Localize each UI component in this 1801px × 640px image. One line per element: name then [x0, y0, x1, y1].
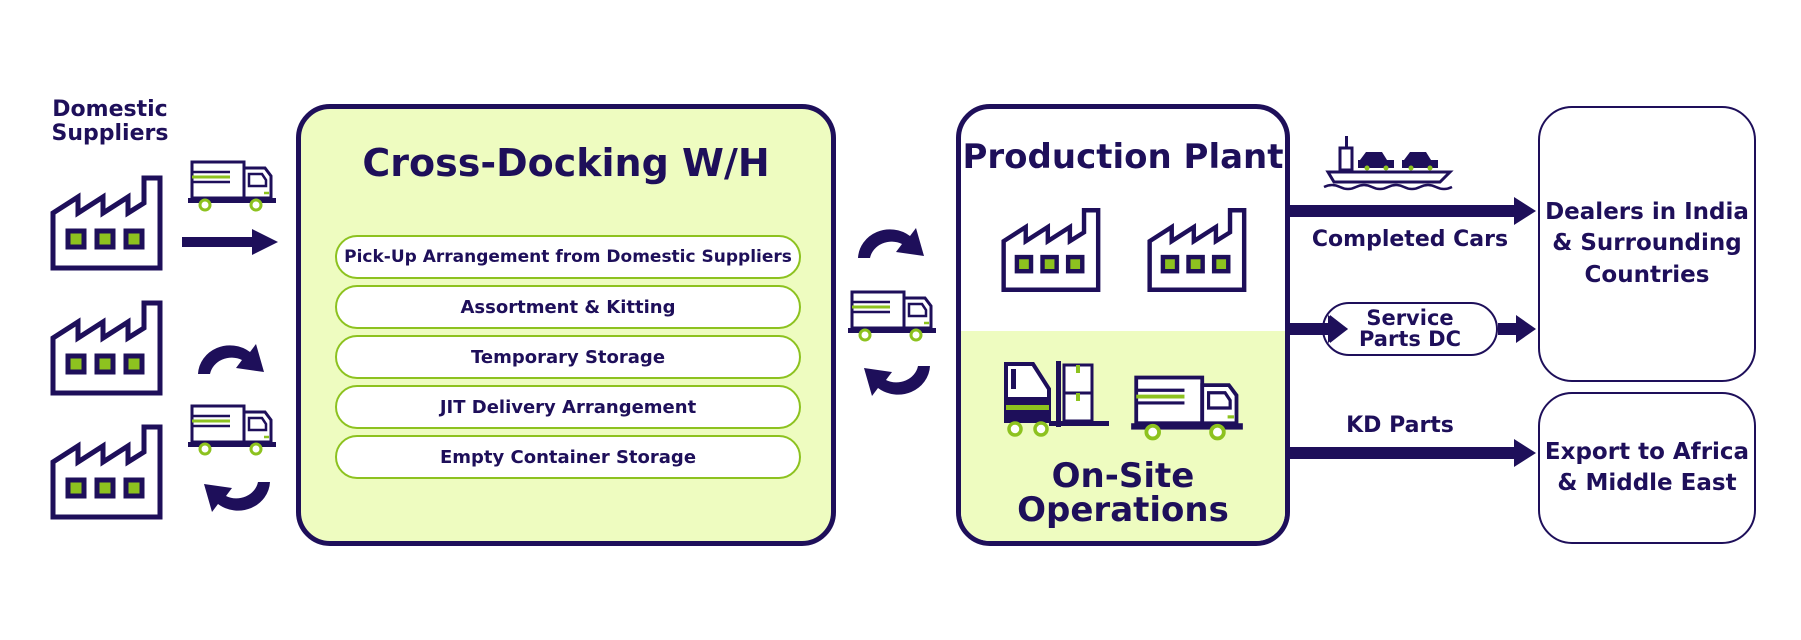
cycle-arrow-top-icon — [192, 338, 272, 378]
dealers-line2: & Surrounding — [1552, 230, 1742, 257]
service-pill: Pick-Up Arrangement from Domestic Suppli… — [335, 235, 801, 279]
dealers-line1: Dealers in India — [1545, 199, 1749, 226]
service-parts-dc-node: Service Parts DC — [1322, 302, 1498, 356]
arrow-to-service-parts-head — [1324, 315, 1348, 343]
on-site-line1: On-Site — [1051, 456, 1195, 496]
cycle-arrow-bottom-icon — [196, 478, 276, 518]
truck-icon — [188, 404, 276, 456]
factory-icon — [1001, 207, 1107, 293]
service-pill: Temporary Storage — [335, 335, 801, 379]
factory-icon — [50, 300, 170, 396]
on-site-operations-label: On-Site Operations — [961, 459, 1285, 527]
cycle-arrow-bottom-icon — [856, 362, 936, 402]
truck-icon — [848, 290, 936, 342]
service-pill: Empty Container Storage — [335, 435, 801, 479]
production-plant-title: Production Plant — [962, 137, 1284, 177]
arrow-kd-parts — [1290, 439, 1536, 467]
arrow-service-to-dealers — [1498, 315, 1536, 343]
completed-cars-label: Completed Cars — [1311, 227, 1509, 252]
factory-icon — [1147, 207, 1253, 293]
truck-icon — [188, 160, 276, 212]
domestic-suppliers-label: Domestic Suppliers — [51, 97, 169, 147]
export-box: Export to Africa & Middle East — [1538, 392, 1756, 544]
kd-parts-label: KD Parts — [1346, 413, 1454, 438]
service-parts-line2: Parts DC — [1358, 327, 1462, 351]
export-line1: Export to Africa — [1544, 438, 1750, 465]
dealers-line3: Countries — [1584, 261, 1710, 288]
service-pill: JIT Delivery Arrangement — [335, 385, 801, 429]
cycle-arrow-top-icon — [852, 222, 932, 262]
on-site-line2: Operations — [1017, 490, 1229, 530]
production-plant-box: Production Plant On-Site Operations — [956, 104, 1290, 546]
factory-icon — [50, 175, 170, 271]
export-line2: & Middle East — [1557, 470, 1737, 496]
truck-icon — [1131, 375, 1243, 441]
ship-icon — [1323, 136, 1454, 191]
factory-icon — [50, 424, 170, 520]
cross-docking-title: Cross-Docking W/H — [362, 141, 770, 185]
dealers-box: Dealers in India & Surrounding Countries — [1538, 106, 1756, 382]
cross-docking-box: Cross-Docking W/H Pick-Up Arrangement fr… — [296, 104, 836, 546]
arrow-right-icon — [182, 229, 278, 255]
service-parts-line1: Service — [1366, 306, 1454, 330]
service-pill: Assortment & Kitting — [335, 285, 801, 329]
arrow-completed-cars — [1290, 197, 1536, 225]
forklift-icon — [1004, 361, 1109, 437]
